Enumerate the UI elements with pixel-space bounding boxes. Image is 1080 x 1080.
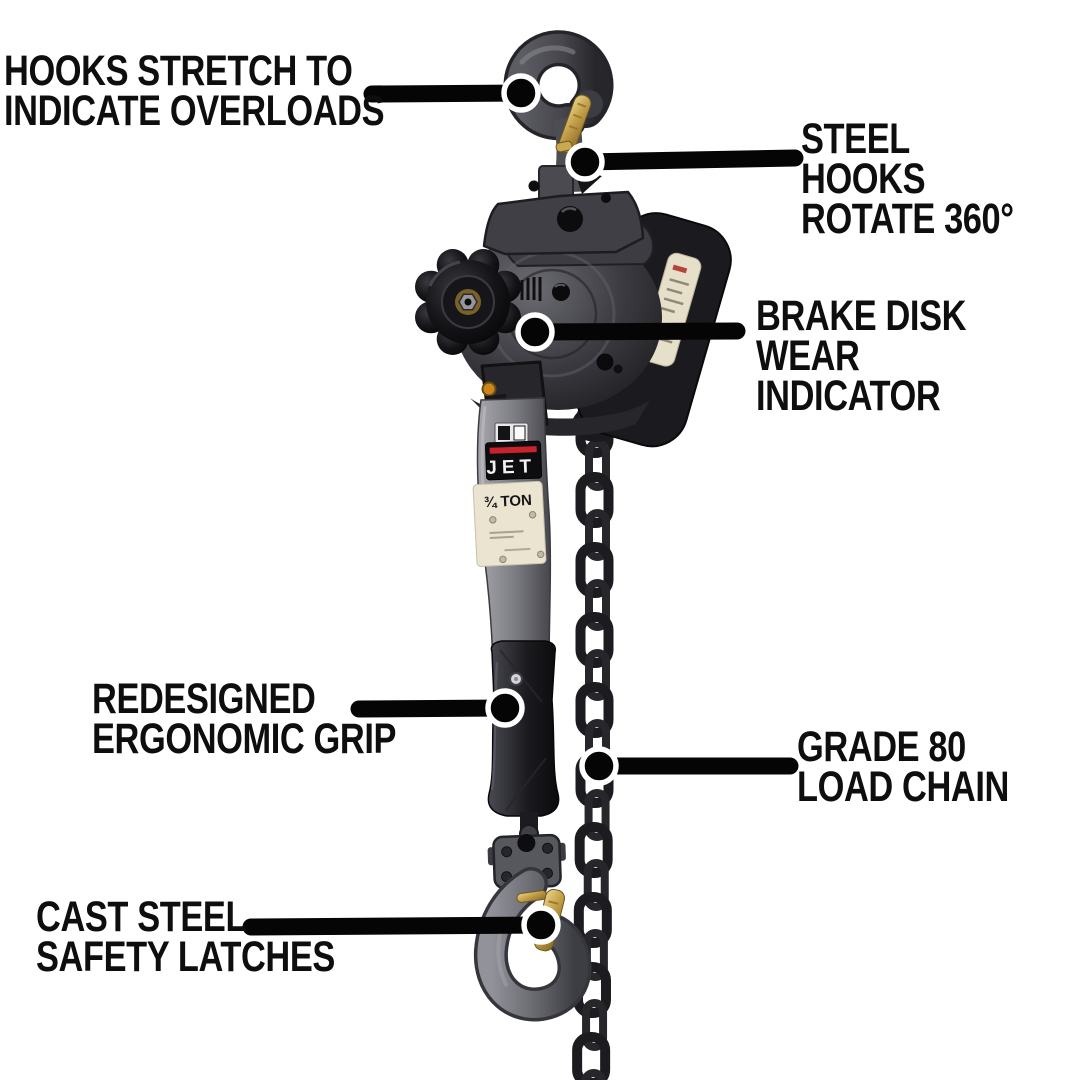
warning-label-red-mark (672, 264, 688, 274)
callout-label-hooks-stretch: HOOKS STRETCH TO INDICATE OVERLOADS (4, 47, 385, 135)
brand-red-bar (489, 446, 537, 454)
hook-highlight (519, 45, 576, 65)
callout-label-steel-hooks: STEEL HOOKS ROTATE 360° (801, 115, 1014, 243)
bottom-hook (473, 867, 592, 1022)
chain-link (582, 999, 608, 1051)
rivet (501, 846, 513, 858)
neck-bolt (528, 180, 540, 192)
chain-link (573, 892, 612, 948)
chain-link (583, 859, 609, 911)
callout-dot-steel-hooks (565, 142, 605, 182)
lever-handle: JET ¾ TON (472, 360, 552, 665)
callout-dot-brake-disk (515, 312, 555, 352)
chain-link (575, 542, 614, 598)
rivet (489, 516, 497, 524)
rivet (536, 550, 545, 559)
body-bolt (596, 353, 614, 371)
suspension-yoke (482, 165, 645, 256)
callout-label-ergonomic-grip: REDESIGNED ERGONOMIC GRIP (92, 675, 397, 763)
callout-label-brake-disk: BRAKE DISK WEAR INDICATOR (756, 292, 967, 420)
callout-dot-safety-latches (521, 905, 561, 945)
chain-link (575, 472, 614, 528)
rivet (528, 511, 537, 519)
callout-line-hooks-stretch (363, 84, 530, 103)
chain-link (575, 682, 614, 738)
callout-dots (485, 73, 619, 945)
callout-line-safety-latches (242, 916, 550, 936)
yoke-bolt (557, 206, 583, 232)
icon-plate (494, 422, 529, 444)
freewheel-knob (415, 249, 521, 355)
chain-link (572, 1032, 611, 1080)
chain-link (584, 789, 610, 841)
callout-line-ergonomic-grip (350, 699, 514, 718)
callout-label-safety-latches: CAST STEEL SAFETY LATCHES (36, 893, 335, 981)
chain-link (585, 439, 610, 491)
brass-pin (481, 381, 497, 397)
callout-dot-hooks-stretch (501, 73, 541, 113)
knob-highlight (428, 260, 461, 287)
chain-link (574, 822, 613, 878)
brand-text: JET (486, 456, 537, 479)
callout-dot-ergonomic-grip (485, 688, 525, 728)
callout-dot-load-chain (579, 746, 619, 786)
body-bolt (552, 283, 570, 301)
chain-link (585, 649, 610, 701)
swivel-bolt (517, 834, 536, 853)
rivet (542, 842, 554, 854)
latch-pin (555, 140, 573, 153)
chain-link (585, 509, 610, 561)
capacity-text: ¾ TON (483, 492, 532, 511)
knurl-ribs (520, 277, 542, 301)
rivet (499, 555, 507, 564)
top-safety-latch (558, 94, 592, 154)
callout-lines (242, 84, 804, 936)
callout-line-brake-disk (526, 322, 746, 341)
chain-link (575, 612, 614, 668)
brand-label: JET (484, 440, 543, 481)
callout-line-steel-hooks (576, 149, 804, 171)
chain-link (581, 1069, 607, 1080)
capacity-label: ¾ TON (472, 480, 547, 568)
rubber-grip (487, 640, 560, 817)
callout-label-load-chain: GRADE 80 LOAD CHAIN (797, 723, 1009, 811)
chain-link (585, 579, 610, 631)
